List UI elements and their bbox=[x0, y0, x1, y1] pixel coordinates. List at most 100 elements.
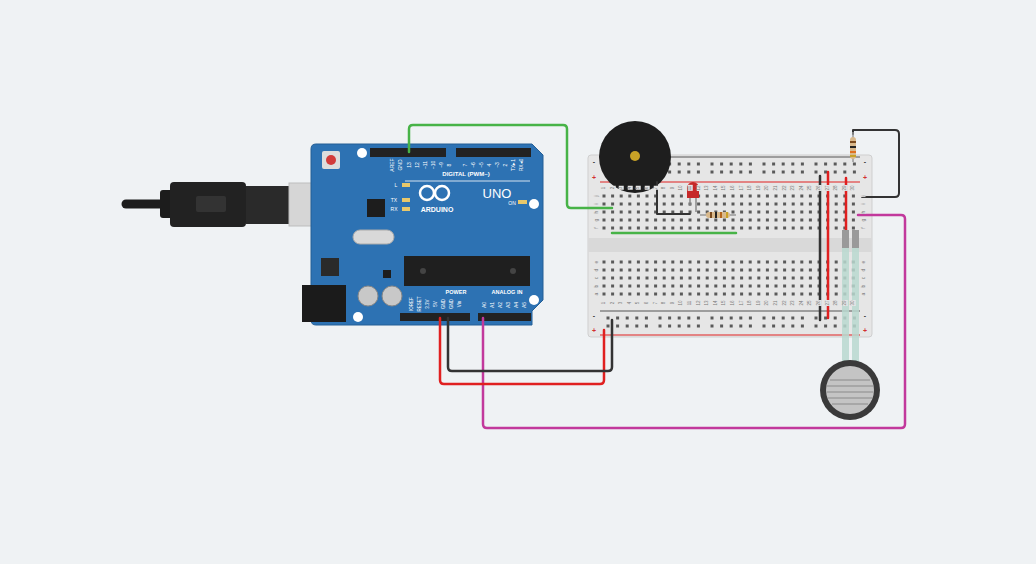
pin-label: A0 bbox=[482, 302, 487, 308]
column-number: 22 bbox=[782, 185, 787, 191]
breadboard-hole bbox=[620, 285, 623, 288]
breadboard-hole bbox=[783, 293, 786, 296]
breadboard-hole bbox=[637, 227, 640, 230]
breadboard-hole bbox=[711, 163, 714, 166]
pin-label: 3.3V bbox=[426, 299, 431, 308]
column-number: 16 bbox=[731, 185, 736, 191]
breadboard-hole bbox=[671, 269, 674, 272]
breadboard-hole bbox=[628, 203, 631, 206]
breadboard-hole bbox=[654, 219, 657, 222]
column-number: 19 bbox=[757, 185, 762, 191]
breadboard-hole bbox=[603, 285, 606, 288]
row-letter: f bbox=[861, 227, 866, 229]
pin-label: 2 bbox=[503, 164, 508, 167]
breadboard-hole bbox=[835, 293, 838, 296]
breadboard-hole bbox=[687, 317, 690, 320]
pin-label: 5V bbox=[434, 301, 439, 307]
breadboard-hole bbox=[772, 325, 775, 328]
breadboard-hole bbox=[800, 285, 803, 288]
breadboard-hole bbox=[678, 163, 681, 166]
breadboard-hole bbox=[678, 317, 681, 320]
breadboard-hole bbox=[783, 211, 786, 214]
breadboard-hole bbox=[792, 195, 795, 198]
rail-sign: + bbox=[591, 174, 596, 181]
column-number: 12 bbox=[696, 185, 701, 191]
breadboard-hole bbox=[697, 317, 700, 320]
breadboard-hole bbox=[763, 171, 766, 174]
breadboard-hole bbox=[689, 219, 692, 222]
breadboard-hole bbox=[815, 325, 818, 328]
board-heading: POWER bbox=[446, 290, 467, 296]
breadboard-hole bbox=[763, 325, 766, 328]
breadboard-hole bbox=[739, 317, 742, 320]
breadboard-hole bbox=[763, 317, 766, 320]
column-number: 15 bbox=[722, 300, 727, 306]
column-number: 19 bbox=[757, 300, 762, 306]
column-number: 24 bbox=[800, 185, 805, 191]
breadboard-hole bbox=[654, 227, 657, 230]
breadboard-hole bbox=[711, 171, 714, 174]
breadboard-hole bbox=[800, 293, 803, 296]
breadboard-hole bbox=[723, 195, 726, 198]
arduino-board bbox=[302, 144, 543, 325]
breadboard-hole bbox=[792, 227, 795, 230]
breadboard-hole bbox=[697, 171, 700, 174]
column-number: 25 bbox=[808, 185, 813, 191]
breadboard-hole bbox=[723, 285, 726, 288]
breadboard-hole bbox=[706, 195, 709, 198]
breadboard-hole bbox=[687, 163, 690, 166]
breadboard-hole bbox=[739, 325, 742, 328]
row-letter: j bbox=[861, 195, 866, 197]
breadboard-hole bbox=[611, 285, 614, 288]
breadboard-hole bbox=[680, 269, 683, 272]
rail-sign: + bbox=[591, 327, 596, 334]
resistor-symbol bbox=[850, 132, 856, 162]
breadboard-hole bbox=[730, 163, 733, 166]
breadboard-hole bbox=[654, 293, 657, 296]
breadboard-hole bbox=[783, 277, 786, 280]
breadboard-hole bbox=[680, 219, 683, 222]
pin-label: GND bbox=[450, 299, 455, 309]
breadboard-hole bbox=[766, 211, 769, 214]
breadboard-hole bbox=[852, 227, 855, 230]
breadboard-hole bbox=[757, 261, 760, 264]
breadboard-hole bbox=[628, 277, 631, 280]
breadboard-hole bbox=[628, 219, 631, 222]
breadboard-hole bbox=[663, 277, 666, 280]
breadboard-hole bbox=[723, 277, 726, 280]
breadboard-hole bbox=[835, 195, 838, 198]
breadboard-hole bbox=[714, 261, 717, 264]
breadboard-hole bbox=[824, 325, 827, 328]
column-number: 21 bbox=[774, 185, 779, 191]
breadboard-hole bbox=[654, 285, 657, 288]
column-number: 14 bbox=[714, 300, 719, 306]
breadboard-hole bbox=[800, 203, 803, 206]
breadboard-hole bbox=[671, 293, 674, 296]
breadboard-hole bbox=[706, 293, 709, 296]
breadboard-hole bbox=[835, 261, 838, 264]
column-number: 3 bbox=[619, 186, 624, 190]
column-number: 23 bbox=[791, 185, 796, 191]
breadboard-hole bbox=[783, 203, 786, 206]
breadboard-hole bbox=[697, 277, 700, 280]
breadboard-hole bbox=[671, 219, 674, 222]
breadboard-hole bbox=[835, 211, 838, 214]
breadboard-hole bbox=[689, 261, 692, 264]
breadboard-hole bbox=[663, 227, 666, 230]
force-sensor bbox=[820, 230, 880, 420]
breadboard-hole bbox=[749, 211, 752, 214]
column-number: 14 bbox=[714, 185, 719, 191]
breadboard-hole bbox=[671, 285, 674, 288]
breadboard-hole bbox=[835, 203, 838, 206]
row-letter: d bbox=[594, 268, 599, 272]
breadboard-hole bbox=[620, 293, 623, 296]
breadboard-hole bbox=[783, 227, 786, 230]
breadboard-hole bbox=[607, 325, 610, 328]
pin-label: RESET bbox=[418, 296, 423, 311]
breadboard-hole bbox=[714, 203, 717, 206]
column-number: 11 bbox=[688, 185, 693, 191]
row-letter: e bbox=[594, 260, 599, 264]
pin-label: Vin bbox=[458, 301, 463, 307]
breadboard-hole bbox=[749, 269, 752, 272]
breadboard-hole bbox=[646, 203, 649, 206]
